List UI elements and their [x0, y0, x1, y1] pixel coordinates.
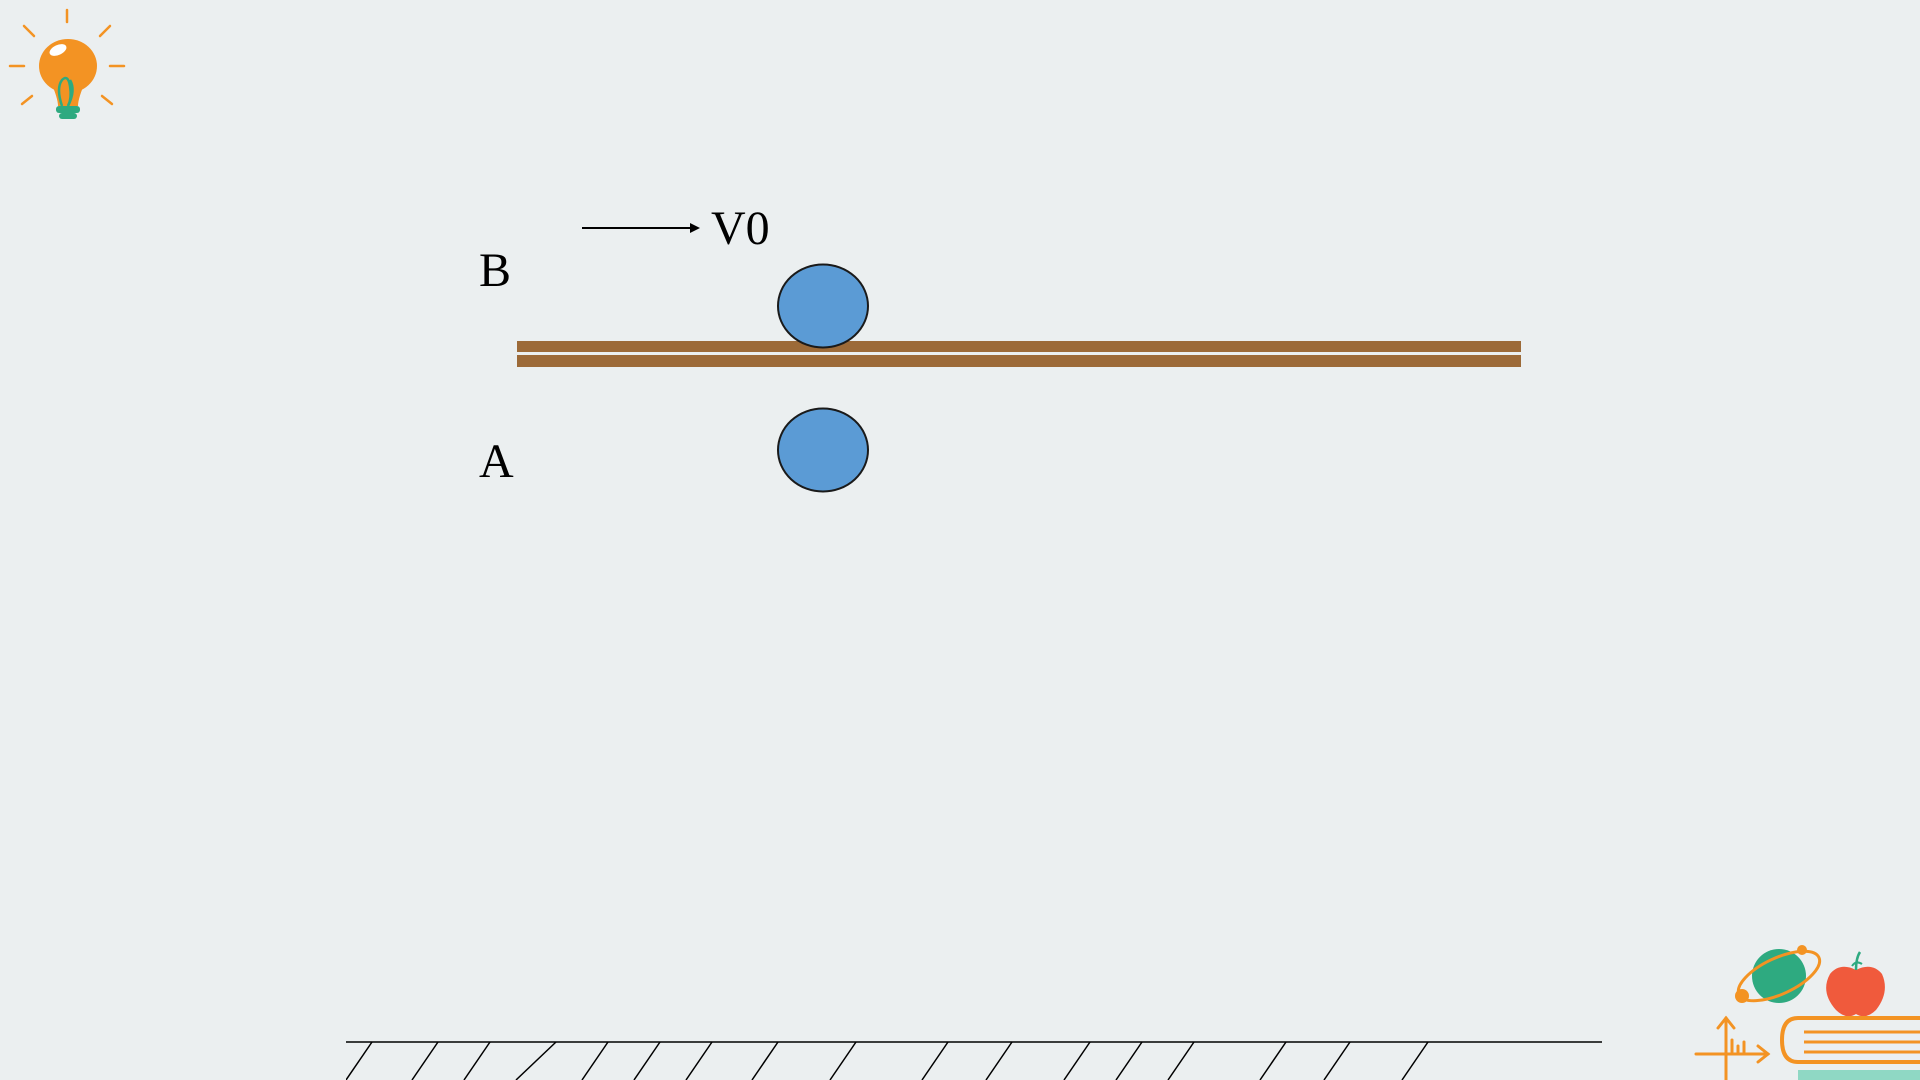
velocity-label: V0	[711, 202, 770, 255]
science-books-decoration	[1694, 945, 1920, 1080]
ground	[346, 1041, 1602, 1080]
lightbulb-icon	[8, 8, 126, 119]
ball-b-label: B	[479, 244, 512, 297]
ball-b	[777, 263, 869, 349]
ball-a	[777, 407, 869, 493]
velocity-arrow	[582, 223, 700, 233]
ball-a-label: A	[479, 435, 514, 488]
plank	[517, 341, 1521, 367]
